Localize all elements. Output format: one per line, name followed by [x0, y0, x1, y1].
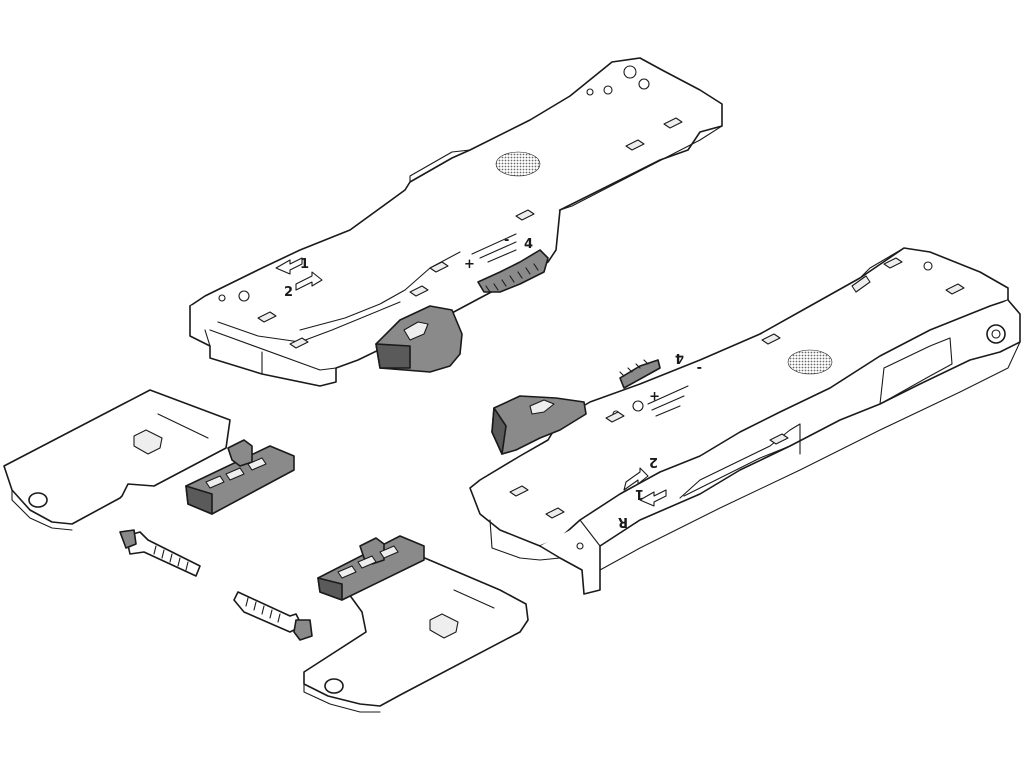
upper-direction-label-1: 1	[300, 257, 309, 272]
dowel-upper	[119, 529, 201, 577]
lower-wheel-minus: -	[697, 360, 702, 375]
upper-direction-label-2: 2	[284, 285, 293, 300]
lower-dial-digits: 4	[675, 350, 684, 365]
upper-runner-unit: 1 2 + - 4	[189, 57, 723, 387]
left-plate-clip	[185, 439, 295, 515]
upper-wheel-minus: -	[504, 233, 509, 248]
left-mounting-plate	[3, 389, 295, 531]
lower-adjustment-wheel	[619, 359, 661, 389]
lower-runner-unit: 2 1 R + - 4	[469, 247, 1021, 595]
upper-dial-digits: 4	[524, 237, 533, 252]
lower-side-label: R	[618, 514, 628, 529]
right-plate-clip	[317, 535, 425, 601]
lower-wheel-plus: +	[649, 388, 660, 403]
lower-activator-block	[491, 395, 587, 455]
dowel-lower	[233, 591, 313, 641]
lower-grip-texture	[787, 349, 833, 375]
lower-direction-label-2: 2	[649, 454, 658, 469]
lower-direction-label-1: 1	[635, 486, 644, 501]
grip-texture	[495, 151, 541, 177]
right-mounting-plate	[303, 535, 529, 713]
upper-adjustment-wheel	[477, 249, 549, 293]
upper-activator-block	[375, 305, 463, 373]
upper-wheel-plus: +	[464, 257, 475, 272]
